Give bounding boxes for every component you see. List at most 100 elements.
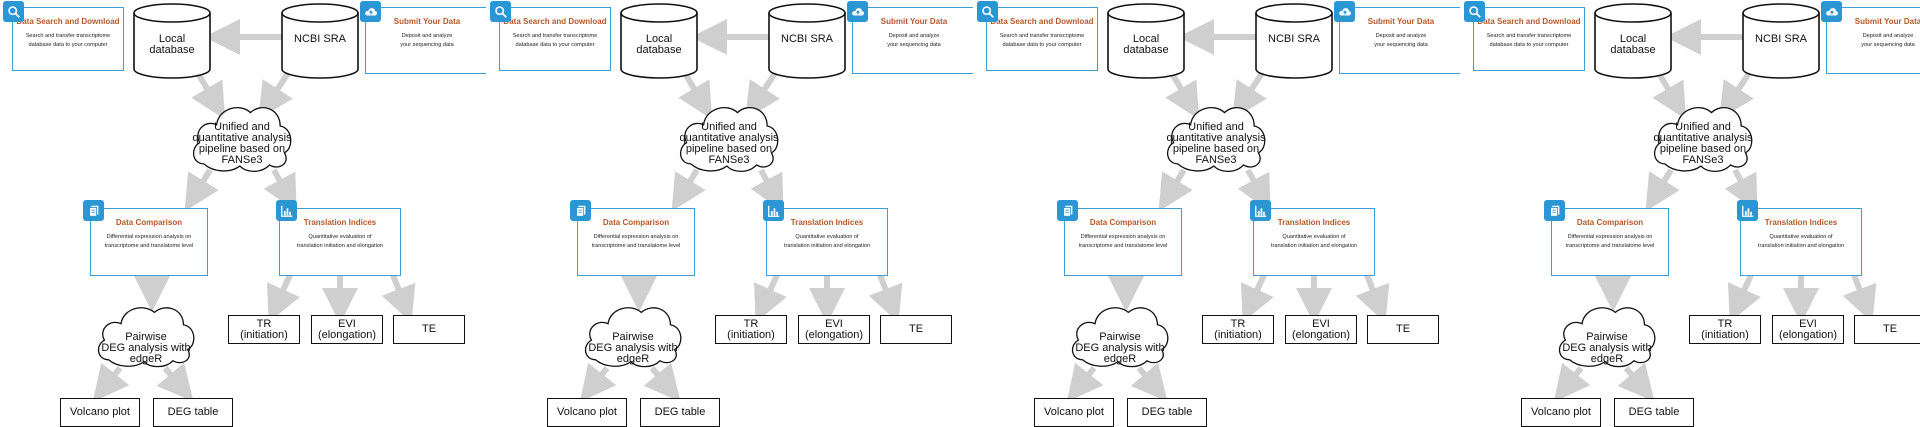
card-translation-indices-title: Translation Indices [1764, 218, 1838, 227]
card-data-comparison-title: Data Comparison [1089, 218, 1157, 227]
pipeline-cloud-cloud-icon [676, 97, 782, 175]
card-submit-data-description-line: your sequencing data [887, 42, 941, 48]
local-database-cylinder-icon [1594, 3, 1672, 79]
card-data-search-description-line: Search and transfer transcriptome [1486, 33, 1572, 39]
document-icon [1544, 200, 1565, 221]
output-deg-table[interactable]: DEG table [153, 398, 233, 427]
card-data-search-description-line: database data to your computer [1489, 42, 1569, 48]
pipeline-cloud-label-line: Unified and [701, 121, 757, 133]
output-deg-table-label-line: DEG table [1628, 406, 1680, 418]
card-translation-indices-description-line: translation initiation and elongation [1757, 243, 1845, 249]
local-database-label-line: database [636, 44, 682, 56]
output-tr[interactable]: TR(initiation) [228, 315, 300, 344]
card-translation-indices-title: Translation Indices [790, 218, 864, 227]
output-volcano-plot-label-line: Volcano plot [70, 406, 130, 418]
output-tr-label-line: (initiation) [1214, 328, 1262, 341]
local-database-label-line: database [1610, 44, 1656, 56]
local-database-cylinder-icon [133, 3, 211, 79]
output-volcano-plot-label-line: Volcano plot [1044, 406, 1104, 418]
card-data-comparison-title: Data Comparison [602, 218, 670, 227]
output-evi-label-line: (elongation) [804, 328, 864, 341]
output-deg-table[interactable]: DEG table [1127, 398, 1207, 427]
output-deg-table[interactable]: DEG table [1614, 398, 1694, 427]
output-tr[interactable]: TR(initiation) [715, 315, 787, 344]
output-volcano-plot[interactable]: Volcano plot [1521, 398, 1601, 427]
output-tr-label-line: TR [1717, 317, 1733, 330]
output-volcano-plot-label-line: Volcano plot [1531, 406, 1591, 418]
ncbi-sra-label-line: NCBI SRA [781, 33, 833, 45]
pipeline-cloud-label-line: quantitative analysis [1653, 132, 1753, 144]
bar-chart-icon [1737, 200, 1758, 221]
search-icon [1464, 1, 1485, 22]
local-database-label-line: Local [645, 33, 673, 45]
pipeline-cloud-cloud-icon [189, 97, 295, 175]
deg-cloud-cloud-icon [1068, 298, 1172, 370]
card-data-comparison-description-line: Differential expression analysis on [1080, 234, 1166, 240]
ncbi-sra-label: NCBI SRA [282, 34, 358, 45]
card-submit-data-title: Submit Your Data [1854, 17, 1920, 26]
output-te-label-line: TE [908, 323, 924, 335]
bar-chart-icon [1250, 200, 1271, 221]
cloud-upload-icon [360, 1, 381, 22]
deg-cloud-label-line: DEG analysis with [588, 342, 678, 354]
local-database-cylinder-icon [1107, 3, 1185, 79]
output-evi[interactable]: EVI(elongation) [311, 315, 383, 344]
output-te[interactable]: TE [880, 315, 952, 344]
output-volcano-plot[interactable]: Volcano plot [60, 398, 140, 427]
deg-cloud-label-line: Pairwise [1099, 331, 1141, 343]
output-te-label-line: TE [421, 323, 437, 335]
output-volcano-plot-label-line: Volcano plot [557, 406, 617, 418]
output-te[interactable]: TE [1367, 315, 1439, 344]
output-tr-label: TR(initiation) [240, 317, 288, 341]
output-tr[interactable]: TR(initiation) [1689, 315, 1761, 344]
pipeline-cloud-label-line: pipeline based on [198, 143, 286, 155]
output-tr-label-line: TR [256, 317, 272, 330]
pipeline-cloud-cloud-icon [1650, 97, 1756, 175]
output-deg-table[interactable]: DEG table [640, 398, 720, 427]
output-tr-label: TR(initiation) [1214, 318, 1262, 341]
local-database-label-line: database [1123, 44, 1169, 56]
output-tr[interactable]: TR(initiation) [1202, 315, 1274, 344]
output-te[interactable]: TE [393, 315, 465, 344]
card-data-comparison-description-line: Differential expression analysis on [593, 234, 679, 240]
output-evi[interactable]: EVI(elongation) [1285, 315, 1357, 344]
output-te[interactable]: TE [1854, 315, 1920, 344]
ncbi-sra-label-line: NCBI SRA [1755, 33, 1807, 45]
card-data-search-title: Data Search and Download [503, 17, 607, 26]
ncbi-sra-label-line: NCBI SRA [294, 33, 346, 45]
output-evi[interactable]: EVI(elongation) [1772, 315, 1844, 344]
workflow-arrows [1553, 19, 1877, 403]
workflow-arrows [579, 19, 903, 403]
card-submit-data-description-line: your sequencing data [400, 42, 454, 48]
output-volcano-plot[interactable]: Volcano plot [1034, 398, 1114, 427]
output-evi-label-line: (elongation) [1291, 328, 1351, 341]
card-submit-data-description-line: Deposit and analyze [888, 33, 940, 39]
deg-cloud-label-line: DEG analysis with [1562, 342, 1652, 354]
output-volcano-plot-label: Volcano plot [1044, 407, 1104, 418]
output-volcano-plot[interactable]: Volcano plot [547, 398, 627, 427]
output-evi[interactable]: EVI(elongation) [798, 315, 870, 344]
deg-cloud-label-line: DEG analysis with [101, 342, 191, 354]
